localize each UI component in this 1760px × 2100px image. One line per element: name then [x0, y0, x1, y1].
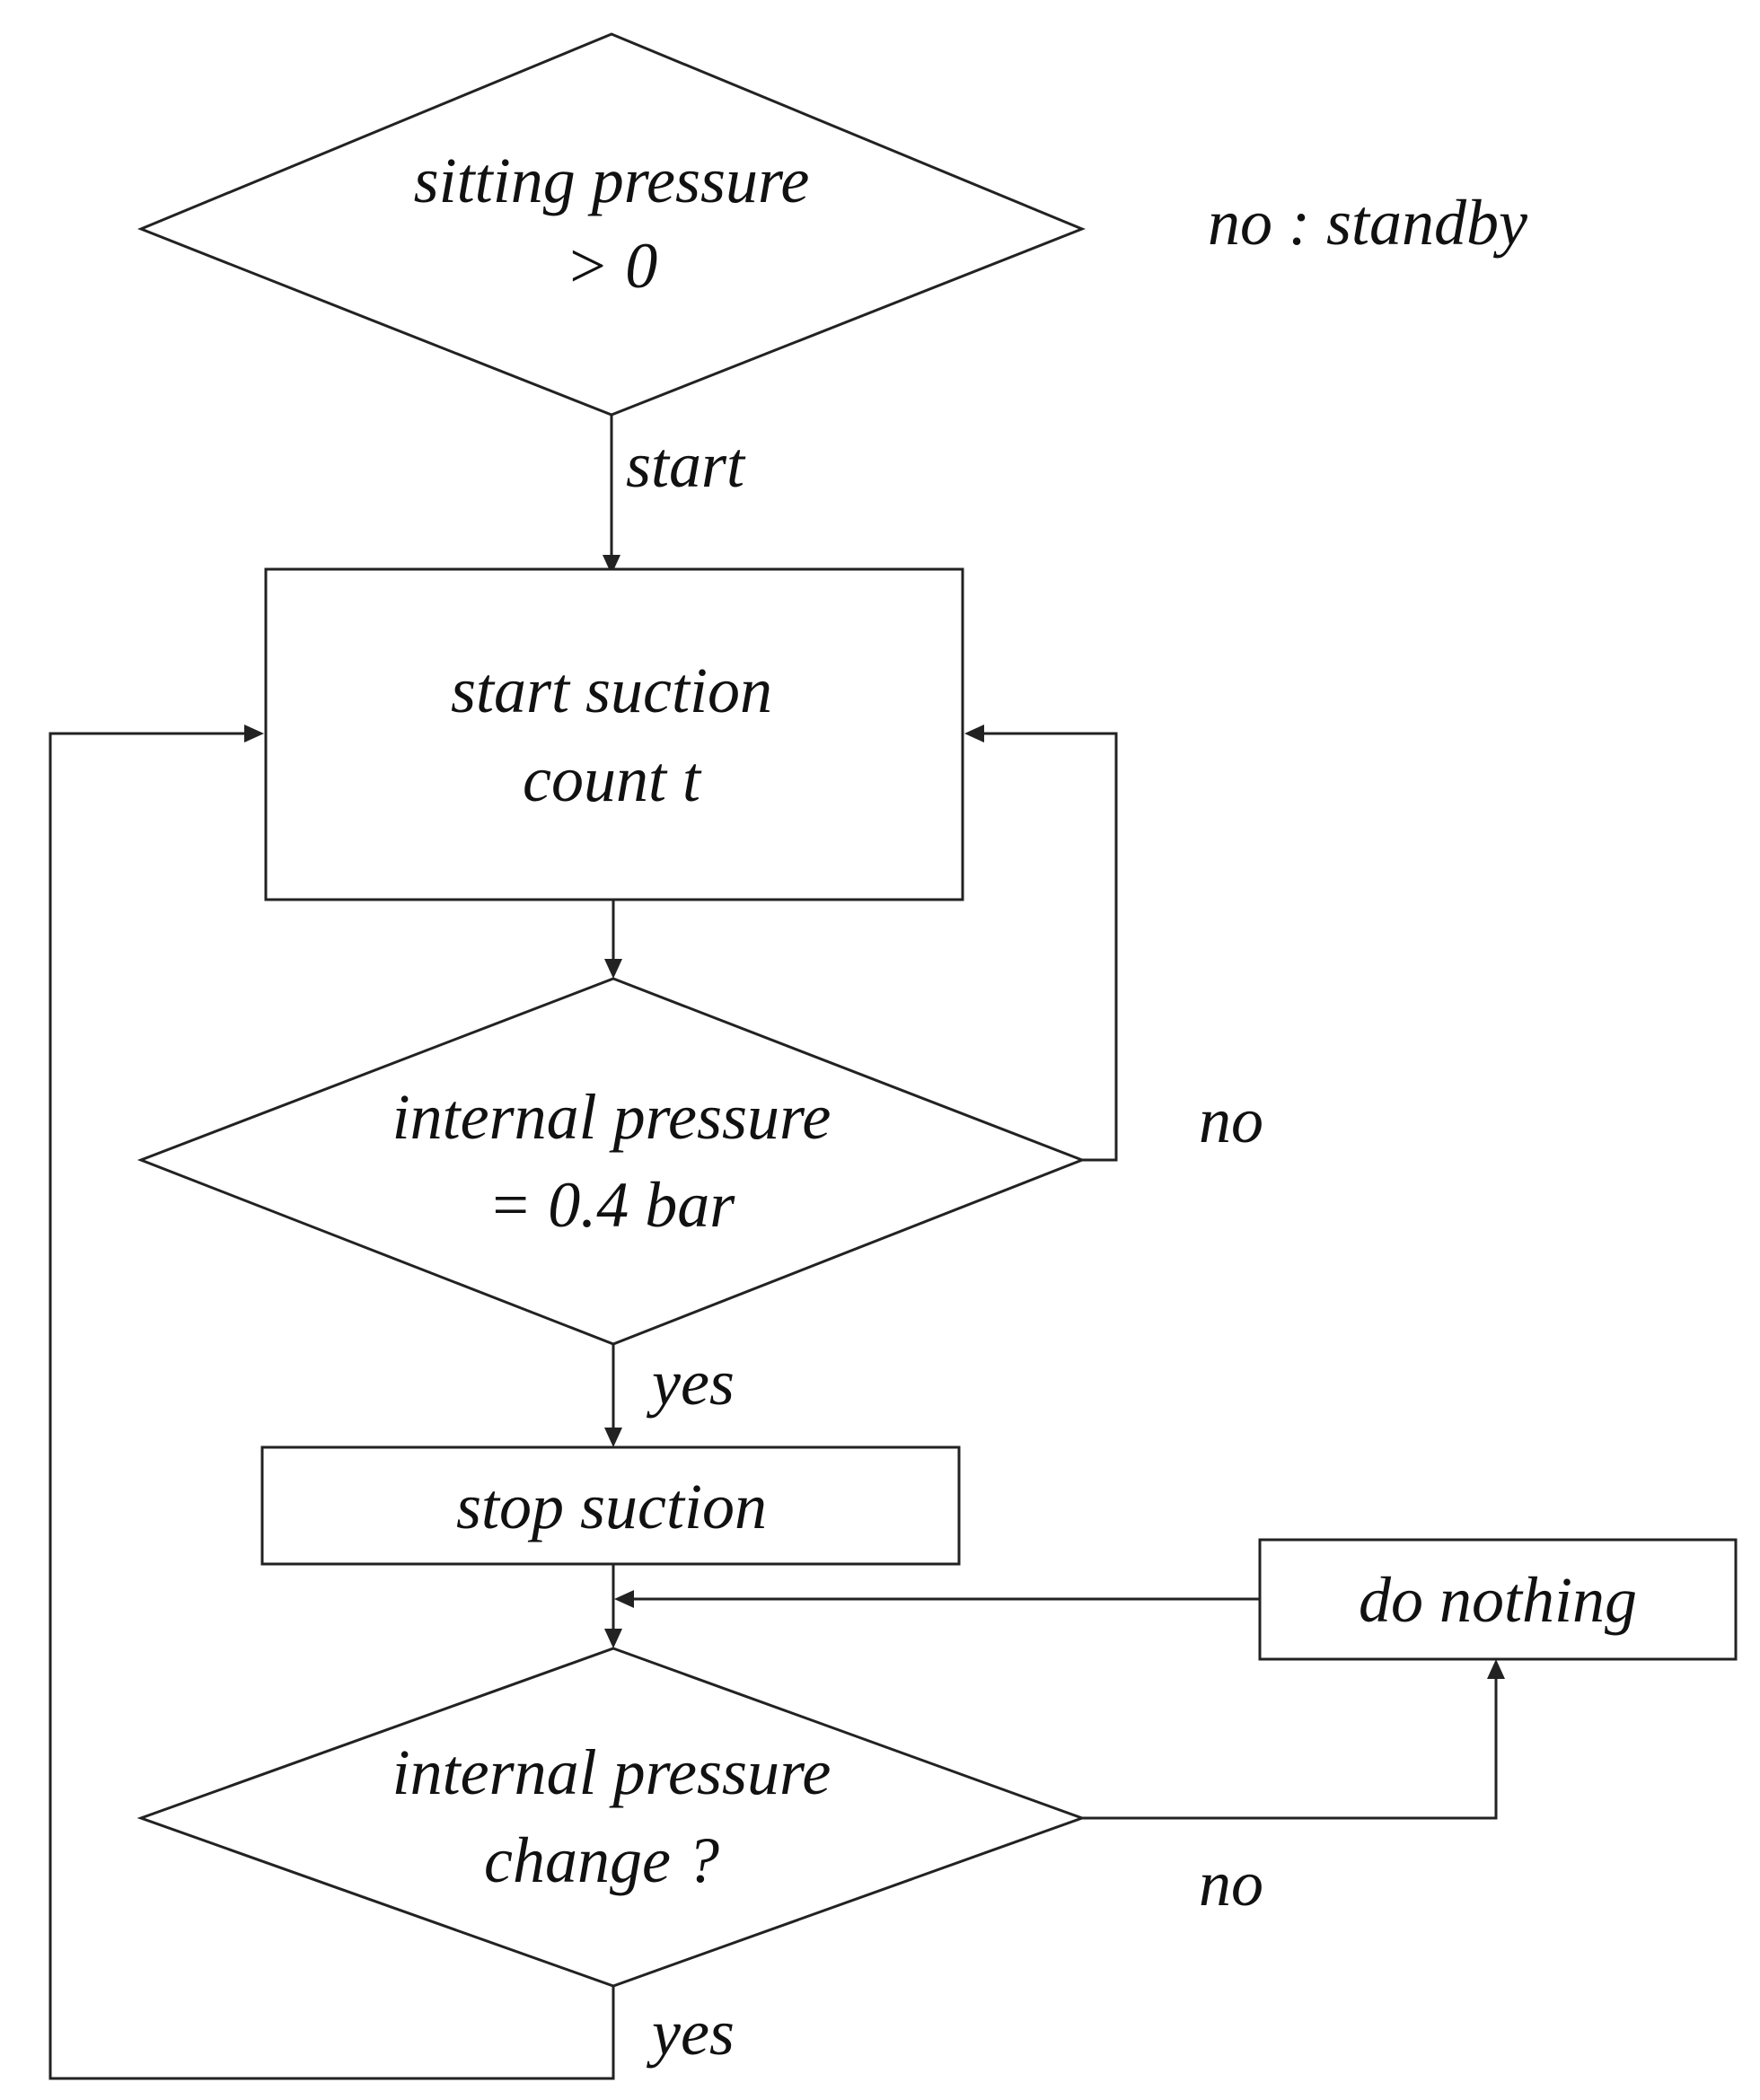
label-change-no: no [1199, 1848, 1263, 1920]
decision-pressure-change-line1: internal pressure [392, 1736, 832, 1808]
arrowhead-do-nothing-return [614, 1590, 634, 1608]
arrow-change-no [1082, 1679, 1498, 1820]
arrow-change-yes-loop [48, 732, 615, 2080]
arrowhead-pressure-yes [604, 1428, 622, 1447]
label-no-standby: no : standby [1208, 187, 1527, 259]
decision-internal-pressure-line2: = 0.4 bar [488, 1169, 736, 1241]
decision-sitting-pressure-line1: sitting pressure [414, 145, 810, 216]
arrowhead-pressure-no-loop [964, 725, 984, 742]
label-change-yes: yes [646, 1997, 735, 2069]
label-pressure-yes: yes [646, 1347, 735, 1419]
arrowhead-to-change-check [604, 1629, 622, 1648]
process-start-suction [264, 567, 964, 901]
process-do-nothing-label: do nothing [1359, 1564, 1637, 1636]
arrowhead-to-pressure-check [604, 959, 622, 979]
decision-pressure-change-line2: change ? [484, 1824, 719, 1896]
decision-sitting-pressure-line2: > 0 [566, 230, 658, 302]
arrowhead-change-no [1487, 1659, 1505, 1679]
arrowhead-start [603, 555, 620, 575]
decision-internal-pressure-line1: internal pressure [392, 1081, 832, 1153]
decision-internal-pressure [136, 977, 1087, 1346]
arrowhead-change-yes-loop [244, 725, 264, 742]
process-start-suction-line2: count t [523, 743, 702, 815]
decision-sitting-pressure [137, 32, 1086, 417]
label-start: start [626, 429, 746, 501]
process-stop-suction-label: stop suction [456, 1471, 767, 1542]
process-start-suction-line1: start suction [451, 655, 772, 726]
decision-pressure-change [136, 1647, 1087, 1988]
label-pressure-no: no [1199, 1085, 1263, 1156]
process-stop-suction [260, 1445, 961, 1566]
arrow-pressure-no-loop [984, 732, 1118, 1162]
